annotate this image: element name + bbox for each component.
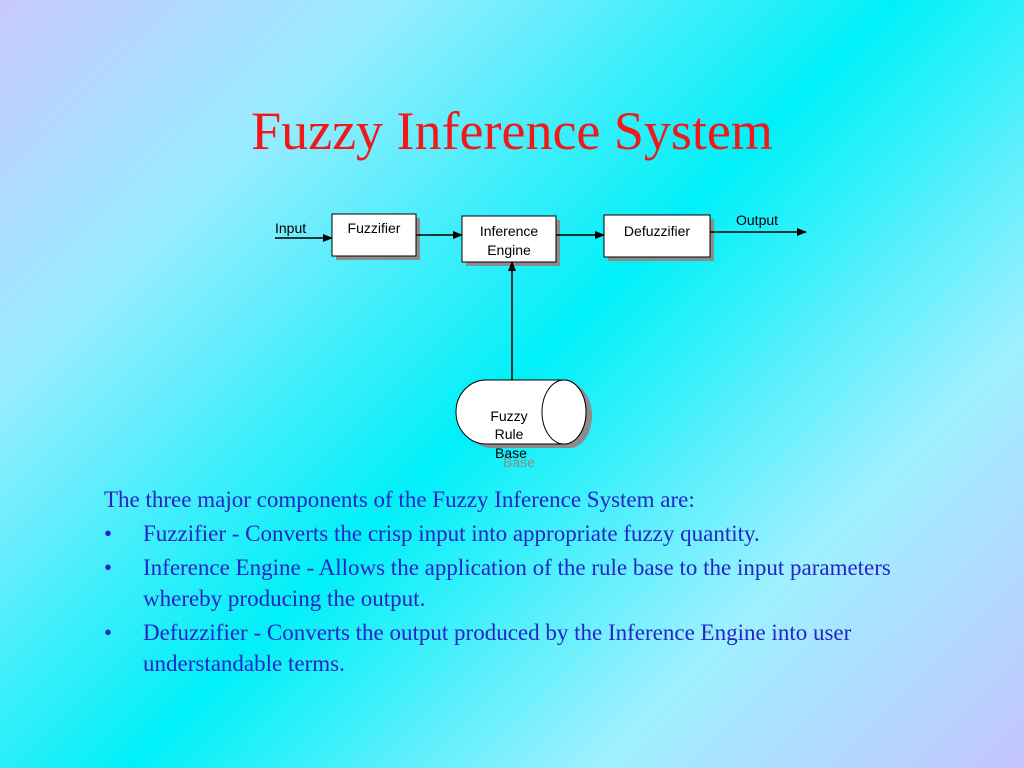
description-intro: The three major components of the Fuzzy …	[104, 487, 695, 512]
fuzzy-rule-base-cylinder: Base Fuzzy Rule Base	[455, 379, 592, 470]
component-item-fuzzifier: • Fuzzifier - Converts the crisp input i…	[104, 518, 964, 549]
output-label: Output	[736, 212, 778, 228]
component-text: Fuzzifier - Converts the crisp input int…	[143, 521, 760, 546]
bullet-marker: •	[104, 555, 113, 580]
component-list: • Fuzzifier - Converts the crisp input i…	[104, 518, 964, 679]
inference-engine-label-line2: Engine	[487, 242, 531, 258]
component-text: Inference Engine - Allows the applicatio…	[143, 555, 891, 611]
defuzzifier-label: Defuzzifier	[624, 223, 690, 239]
slide-title: Fuzzy Inference System	[251, 101, 773, 161]
rule-base-label-line1: Fuzzy	[490, 408, 527, 424]
component-item-inference-engine: • Inference Engine - Allows the applicat…	[104, 552, 964, 614]
fuzzifier-box: Fuzzifier	[331, 213, 420, 260]
component-item-defuzzifier: • Defuzzifier - Converts the output prod…	[104, 617, 964, 679]
rule-base-label-line2: Rule	[495, 426, 524, 442]
rule-base-shadow-text: Base	[503, 454, 535, 470]
rule-base-label-line3: Base	[495, 445, 527, 461]
input-label: Input	[275, 220, 306, 236]
bullet-marker: •	[104, 521, 113, 546]
defuzzifier-box: Defuzzifier	[603, 214, 714, 261]
description-text: The three major components of the Fuzzy …	[104, 484, 964, 682]
bullet-marker: •	[104, 620, 113, 645]
inference-engine-label-line1: Inference	[480, 223, 539, 239]
inference-engine-box: Inference Engine	[461, 215, 560, 266]
fuzzifier-label: Fuzzifier	[348, 220, 401, 236]
component-text: Defuzzifier - Converts the output produc…	[143, 620, 852, 676]
